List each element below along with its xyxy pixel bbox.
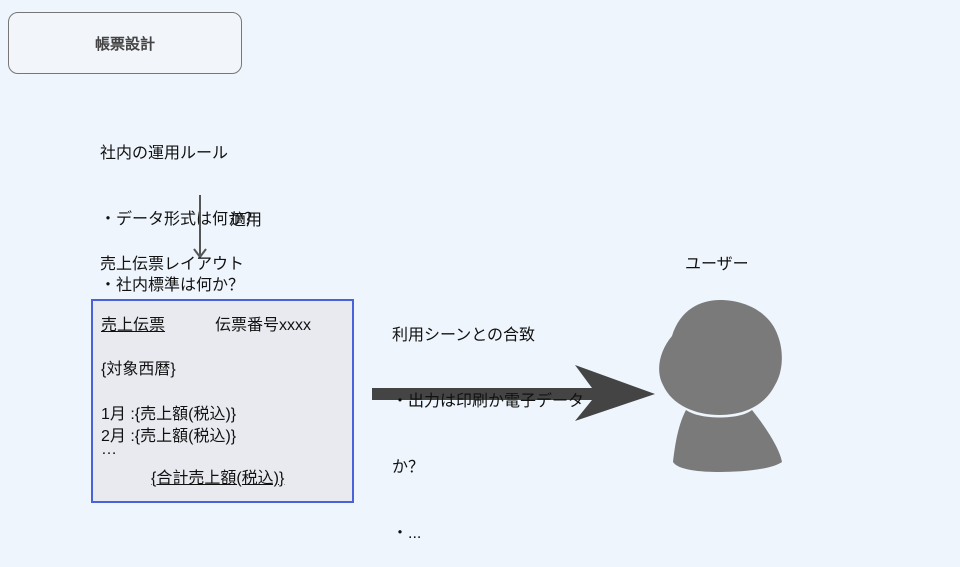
rules-item: ・社内標準は何か？ [100, 277, 245, 294]
rules-heading: 社内の運用ルール [100, 145, 229, 162]
user-icon [659, 300, 782, 472]
rules-item: ・データ形式は何か？ [100, 211, 261, 228]
layout-label: 売上伝票レイアウト [100, 256, 245, 273]
title-text: 帳票設計 [94, 35, 155, 53]
slip-year: {対象西暦} [101, 361, 176, 378]
usage-heading: 利用シーンとの合致 [392, 327, 536, 344]
down-arrow [193, 195, 207, 259]
slip-row: 1月 :{売上額(税込)} [101, 406, 237, 423]
usage-item: ・出力は印刷か電子データ [392, 393, 585, 410]
slip-title: 売上伝票 [101, 317, 166, 334]
apply-label: 適用 [230, 212, 263, 229]
user-label: ユーザー [685, 256, 749, 273]
slip-row: … [101, 441, 117, 458]
title-box: 帳票設計 [8, 12, 242, 74]
slip-number: 伝票番号xxxx [215, 317, 312, 334]
right-arrow [372, 365, 655, 421]
slip-row: 2月 :{売上額(税込)} [101, 428, 237, 445]
connectors [193, 195, 782, 472]
slip-total: {合計売上額(税込)} [151, 470, 285, 487]
usage-item: ・... [392, 525, 422, 542]
usage-item: か？ [392, 459, 425, 476]
usage-block: 利用シーンとの合致 ・出力は印刷か電子データ か？ ・... [392, 281, 584, 567]
sales-slip-layout: 売上伝票 伝票番号xxxx {対象西暦} 1月 :{売上額(税込)} 2月 :{… [91, 299, 354, 503]
